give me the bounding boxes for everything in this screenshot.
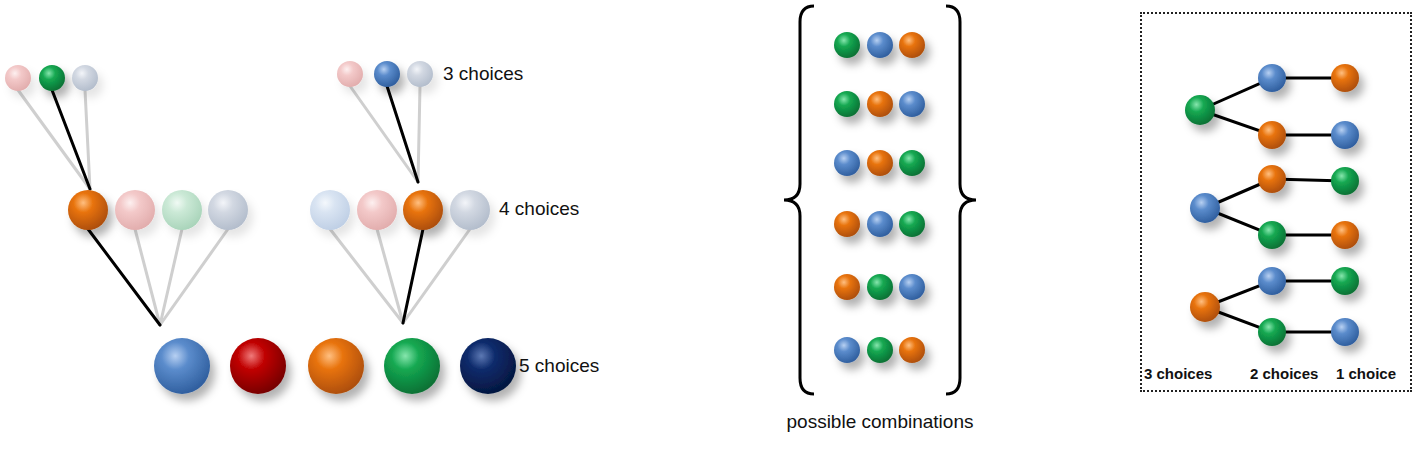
- faded-ball: [208, 190, 248, 230]
- ball: [899, 211, 925, 237]
- ball: [867, 91, 893, 117]
- branch-line: [88, 229, 160, 325]
- ball: [1258, 121, 1286, 149]
- ball: [1258, 165, 1286, 193]
- choice-count: 5 choices: [519, 354, 629, 378]
- ball: [834, 274, 860, 300]
- branch-line: [330, 229, 403, 323]
- ball: [867, 337, 893, 363]
- choice-count: 2 choices: [1250, 364, 1318, 384]
- ball: [1331, 318, 1359, 346]
- faded-ball: [162, 190, 202, 230]
- dotted-frame: 3 choices 2 choices 1 choice: [1140, 12, 1412, 392]
- choice-count: 4 choices: [499, 197, 609, 221]
- branch-line: [52, 90, 90, 189]
- ball: [1190, 193, 1220, 223]
- right-brace: [946, 6, 976, 394]
- ball: [374, 61, 400, 87]
- ball: [460, 338, 516, 394]
- left-brace: [784, 6, 814, 394]
- ball: [39, 65, 65, 91]
- ball: [1185, 95, 1215, 125]
- caption-label: possible combinations: [765, 410, 995, 434]
- ball: [899, 337, 925, 363]
- ball: [1331, 121, 1359, 149]
- ball: [867, 32, 893, 58]
- branch-line: [403, 229, 470, 323]
- ball: [899, 91, 925, 117]
- ball: [899, 150, 925, 176]
- ball: [1331, 64, 1359, 92]
- ball: [867, 150, 893, 176]
- faded-ball: [72, 65, 98, 91]
- ball: [308, 338, 364, 394]
- ball: [1331, 267, 1359, 295]
- branch-line: [418, 86, 420, 182]
- ball: [834, 91, 860, 117]
- ball: [1331, 167, 1359, 195]
- ball: [230, 338, 286, 394]
- faded-ball: [5, 65, 31, 91]
- faded-ball: [337, 61, 363, 87]
- ball: [1258, 64, 1286, 92]
- faded-ball: [357, 190, 397, 230]
- choice-count: 3 choices: [1144, 364, 1212, 384]
- ball: [867, 274, 893, 300]
- faded-ball: [310, 190, 350, 230]
- branch-line: [18, 90, 90, 189]
- ball: [899, 32, 925, 58]
- ball: [867, 211, 893, 237]
- ball: [899, 274, 925, 300]
- ball: [834, 150, 860, 176]
- ball: [68, 190, 108, 230]
- faded-ball: [115, 190, 155, 230]
- choice-count: 1 choice: [1336, 364, 1396, 384]
- ball: [1331, 221, 1359, 249]
- branch-line: [387, 86, 418, 182]
- ball: [834, 211, 860, 237]
- faded-ball: [407, 61, 433, 87]
- ball: [1258, 267, 1286, 295]
- branch-line: [403, 229, 423, 323]
- faded-ball: [450, 190, 490, 230]
- branch-line: [377, 229, 403, 323]
- choice-count: 3 choices: [443, 62, 553, 86]
- ball: [834, 32, 860, 58]
- ball: [1258, 318, 1286, 346]
- ball: [834, 337, 860, 363]
- ball: [384, 338, 440, 394]
- branch-line: [350, 86, 418, 182]
- ball: [403, 190, 443, 230]
- ball: [1190, 292, 1220, 322]
- ball: [1258, 221, 1286, 249]
- ball: [154, 338, 210, 394]
- branch-line: [160, 229, 228, 325]
